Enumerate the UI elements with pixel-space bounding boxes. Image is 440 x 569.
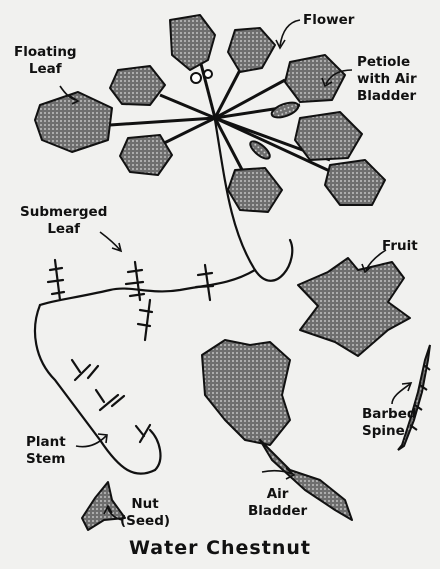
label-air-bladder: Air Bladder [248, 486, 307, 520]
label-barbed-spine: Barbed Spine [362, 406, 417, 440]
floating-leaf-shape [35, 92, 112, 152]
rosette-leaf [228, 168, 282, 212]
rosette-leaf [170, 15, 215, 70]
rosette-leaf [228, 28, 275, 72]
label-petiole-with-air-bladder: Petiole with Air Bladder [357, 54, 417, 105]
rosette-leaf [325, 160, 385, 205]
label-nut-seed: Nut (Seed) [120, 496, 170, 530]
rosette-leaf [110, 66, 165, 105]
label-floating-leaf: Floating Leaf [14, 44, 77, 78]
rosette-leaf [295, 112, 362, 160]
rosette-leaf [120, 135, 172, 175]
fruit-shape [298, 258, 410, 356]
diagram-title: Water Chestnut [0, 537, 440, 559]
label-plant-stem: Plant Stem [26, 434, 66, 468]
rosette-leaf [285, 55, 345, 102]
nut-shape [82, 482, 125, 530]
label-fruit: Fruit [382, 238, 418, 255]
label-submerged-leaf: Submerged Leaf [20, 204, 107, 238]
label-flower: Flower [303, 12, 354, 29]
floating-rosette [35, 15, 385, 212]
